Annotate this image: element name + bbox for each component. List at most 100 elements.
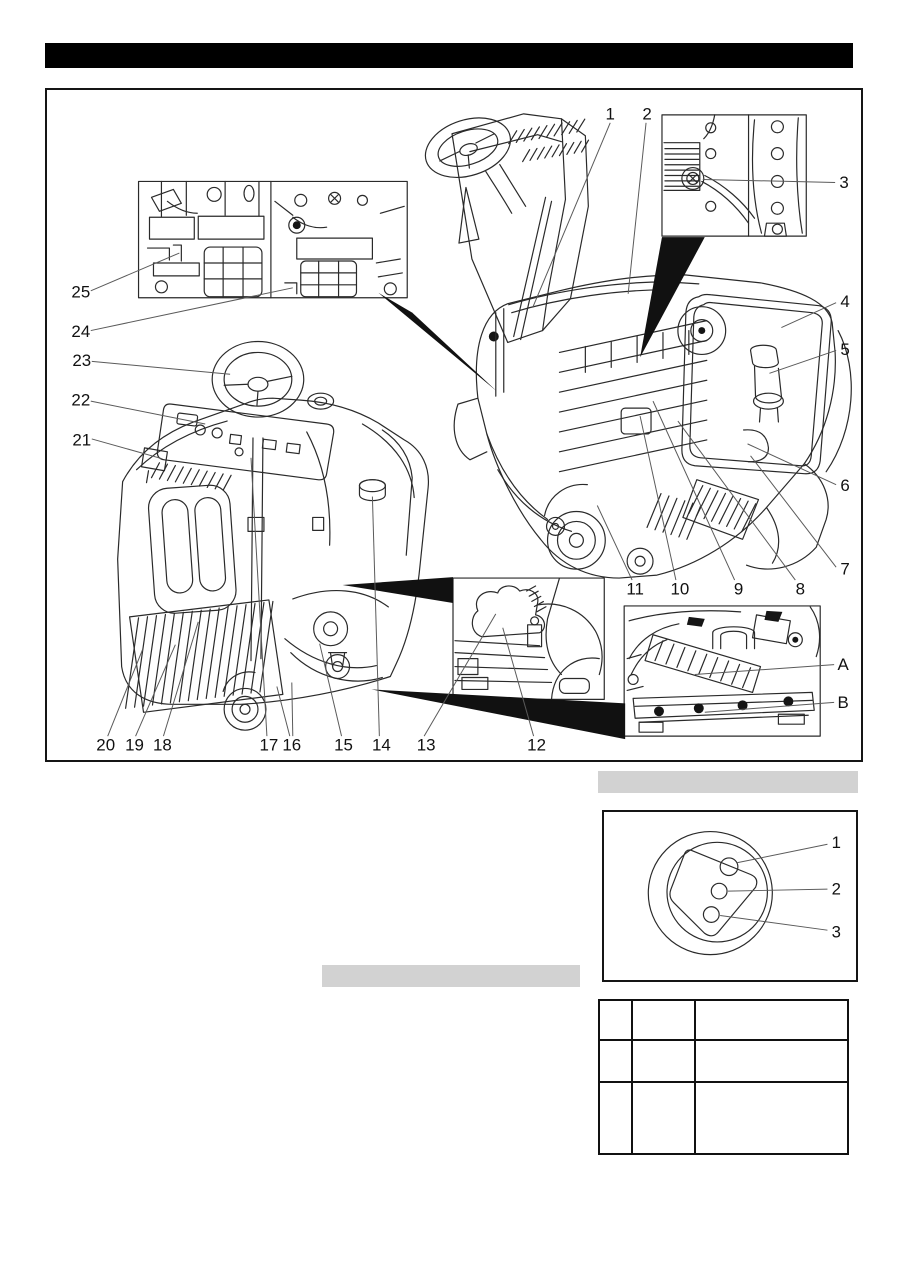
inset-scrubhead-detail bbox=[623, 605, 821, 737]
seat-switch-connector-figure: 1 2 3 bbox=[647, 830, 841, 956]
callout-label-8: 8 bbox=[796, 580, 805, 599]
callout-label-14: 14 bbox=[372, 736, 391, 755]
callout-label-24: 24 bbox=[71, 322, 90, 341]
steering-wheel-icon bbox=[211, 340, 305, 418]
callout-label-3: 3 bbox=[839, 173, 848, 192]
callout-label-21: 21 bbox=[72, 430, 91, 449]
table-cell bbox=[694, 999, 849, 1041]
table-row bbox=[598, 1081, 849, 1155]
leader-line-20 bbox=[107, 649, 143, 737]
callout-label-9: 9 bbox=[734, 580, 743, 599]
inset-underside-details bbox=[137, 180, 408, 299]
leader-line-2 bbox=[627, 122, 647, 294]
table-row bbox=[598, 999, 849, 1041]
leader-line-4 bbox=[781, 302, 837, 329]
leader-line-12 bbox=[502, 627, 535, 737]
callout-label-19: 19 bbox=[125, 736, 144, 755]
table-row bbox=[598, 1039, 849, 1083]
leader-line-21 bbox=[91, 438, 163, 460]
section-heading-bar-left bbox=[322, 965, 580, 987]
leader-line-1 bbox=[736, 843, 828, 864]
callout-layer: 1 2 3 bbox=[720, 833, 841, 942]
leader-line-22 bbox=[90, 400, 206, 425]
table-cell bbox=[631, 1039, 696, 1083]
callout-label-3: 3 bbox=[832, 923, 841, 942]
callout-label-23: 23 bbox=[72, 351, 91, 370]
callout-label-16: 16 bbox=[282, 736, 301, 755]
table-cell bbox=[694, 1039, 849, 1083]
callout-label-13: 13 bbox=[417, 736, 436, 755]
callout-label-20: 20 bbox=[96, 736, 115, 755]
table-cell bbox=[598, 1081, 633, 1155]
leader-line-16 bbox=[276, 686, 291, 737]
callout-label-12: 12 bbox=[527, 736, 546, 755]
leader-line-B bbox=[704, 701, 835, 713]
leader-line-25 bbox=[90, 252, 180, 292]
callout-label-18: 18 bbox=[153, 736, 172, 755]
section-heading-bar-right bbox=[598, 771, 858, 793]
callout-label-11: 11 bbox=[626, 580, 644, 599]
tank-lid-open bbox=[677, 293, 832, 475]
callout-label-17: 17 bbox=[260, 736, 279, 755]
leader-line-17 bbox=[250, 457, 268, 737]
leader-line-18 bbox=[162, 621, 199, 737]
leader-line-3 bbox=[720, 915, 828, 931]
leader-line-16 bbox=[291, 682, 294, 737]
callout-label-22: 22 bbox=[71, 391, 90, 410]
drain-hose bbox=[749, 344, 784, 423]
rear-grating bbox=[125, 599, 284, 713]
wedge-squeegee-inset bbox=[342, 577, 454, 603]
inset-seat-contact-detail bbox=[661, 114, 807, 237]
callout-label-B: B bbox=[837, 693, 848, 712]
steering-wheel-icon bbox=[424, 117, 512, 178]
inset-squeegee-detail bbox=[452, 577, 605, 700]
callout-label-6: 6 bbox=[840, 476, 849, 495]
callout-label-2: 2 bbox=[832, 880, 841, 899]
leader-line-9 bbox=[652, 400, 736, 581]
leader-line-2 bbox=[728, 888, 828, 892]
leader-line-19 bbox=[135, 644, 176, 737]
leader-line-6 bbox=[747, 443, 837, 486]
leader-line-10 bbox=[639, 415, 677, 581]
leader-line-24 bbox=[90, 287, 293, 332]
callout-label-15: 15 bbox=[334, 736, 353, 755]
leader-line-A bbox=[694, 664, 835, 676]
leader-line-15 bbox=[319, 643, 343, 737]
table-cell bbox=[631, 999, 696, 1041]
connector-pin-3 bbox=[702, 906, 720, 923]
callout-label-1: 1 bbox=[832, 833, 841, 852]
table-cell bbox=[631, 1081, 696, 1155]
leader-line-1 bbox=[532, 122, 611, 308]
callout-label-1: 1 bbox=[606, 104, 615, 123]
machine-front-right-view bbox=[424, 113, 852, 579]
leader-line-11 bbox=[596, 505, 633, 581]
connector-figure-frame: 1 2 3 bbox=[602, 810, 858, 982]
callout-label-5: 5 bbox=[840, 340, 849, 359]
parts-table bbox=[598, 999, 849, 1155]
wedge-underside-inset bbox=[378, 292, 497, 392]
connector-diagram bbox=[647, 830, 773, 956]
leader-line-3 bbox=[702, 178, 836, 183]
leader-line-14 bbox=[371, 496, 380, 737]
machine-overview-figure: 1234567891011121314151617181920212223242… bbox=[71, 104, 852, 755]
leader-line-5 bbox=[769, 349, 837, 374]
leader-line-8 bbox=[677, 420, 796, 581]
connector-pin-1 bbox=[719, 857, 739, 877]
callout-label-4: 4 bbox=[840, 292, 849, 311]
wedge-seat-contact-inset bbox=[640, 237, 705, 358]
machine-rear-left-view bbox=[117, 340, 430, 731]
callout-label-A: A bbox=[837, 655, 849, 674]
table-cell bbox=[598, 1039, 633, 1083]
chapter-title-bar bbox=[45, 43, 853, 68]
leader-line-23 bbox=[91, 360, 231, 375]
callout-label-25: 25 bbox=[71, 282, 90, 301]
callout-label-2: 2 bbox=[642, 104, 651, 123]
leader-line-13 bbox=[423, 613, 497, 737]
table-cell bbox=[694, 1081, 849, 1155]
table-cell bbox=[598, 999, 633, 1041]
callout-label-7: 7 bbox=[840, 560, 849, 579]
callout-label-10: 10 bbox=[670, 580, 689, 599]
